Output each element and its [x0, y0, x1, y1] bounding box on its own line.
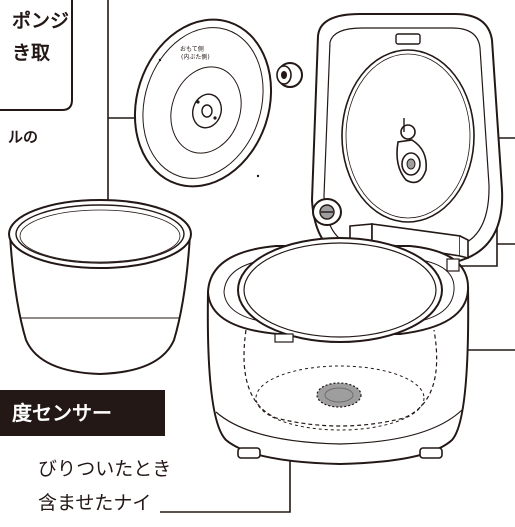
- cooker-body: [206, 237, 470, 466]
- note-box-border: [0, 0, 73, 111]
- sensor-description-line-2: 含ませたナイ: [38, 492, 152, 514]
- lid-marking-side: (内ぶた側): [181, 54, 210, 61]
- temperature-sensor: [316, 382, 362, 408]
- lid-marking-front: おもて側: [180, 46, 204, 53]
- sponge-note-line-2: き取: [12, 42, 51, 64]
- sponge-note: ポンジ き取 ルの: [0, 0, 72, 146]
- sensor-label: 度センサー: [0, 390, 165, 436]
- outer-lid: [310, 13, 504, 263]
- foot-left: [237, 447, 261, 459]
- foot-right: [419, 447, 443, 459]
- inner-pot: [8, 199, 192, 376]
- steam-cap: [312, 198, 342, 226]
- hinge-bracket: [349, 223, 469, 260]
- sponge-note-line-1: ポンジ: [12, 10, 70, 32]
- steam-valve-part: [276, 62, 303, 88]
- sensor-description-line-1: びりついたとき: [38, 458, 172, 480]
- sponge-note-line-3: ルの: [8, 128, 39, 146]
- inner-lid-plate: [133, 18, 273, 188]
